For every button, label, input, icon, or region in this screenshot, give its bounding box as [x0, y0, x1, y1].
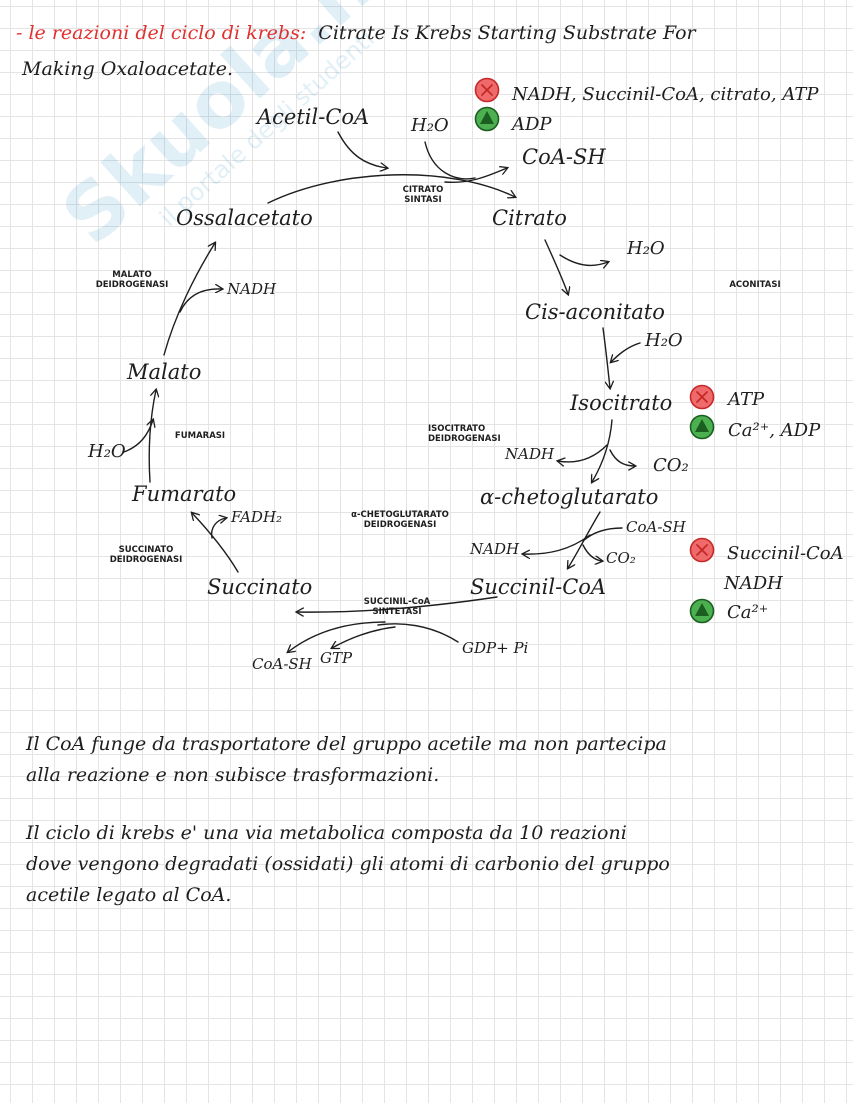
note-line: Il ciclo di krebs e' una via metabolica … — [26, 822, 627, 844]
arrow-co2-out-2 — [582, 544, 602, 561]
molecule-cis-aconitato: Cis-aconitato — [525, 300, 665, 324]
arrow-co2-out-1 — [609, 449, 635, 466]
arrow-cisaconitate-to-isocitrate — [602, 327, 610, 388]
molecule-gdp-pi: GDP+ Pi — [462, 639, 529, 657]
arrow-gdp-in — [377, 623, 459, 643]
molecule-gtp: GTP — [320, 649, 353, 667]
note-line: Il CoA funge da trasportatore del gruppo… — [26, 733, 667, 755]
note-line: alla reazione e non subisce trasformazio… — [26, 764, 440, 786]
molecule-fumarato: Fumarato — [132, 482, 237, 506]
molecule-succinil-coa: Succinil-CoA — [470, 575, 607, 599]
molecule-acetil-coa: Acetil-CoA — [257, 105, 370, 129]
regulation-akg-inhibitor-2: NADH — [724, 573, 783, 594]
molecule-succinato: Succinato — [207, 575, 313, 599]
molecule-coa-sh-top: CoA-SH — [522, 145, 606, 169]
molecule-co2-2: CO₂ — [606, 549, 636, 567]
arrow-malate-to-oxaloacetate — [163, 243, 215, 356]
regulation-akg-activators: Ca²⁺ — [727, 602, 769, 623]
arrow-coash-in-mid — [582, 527, 623, 542]
header-mnemonic: Citrate Is Krebs Starting Substrate For — [318, 22, 696, 44]
enzyme-aconitasi: ACONITASI — [729, 280, 781, 290]
arrow-gtp-out — [332, 626, 396, 648]
arrow-water-in-top — [424, 141, 476, 180]
note-line: acetile legato al CoA. — [26, 884, 232, 906]
arrow-fumarate-to-malate — [148, 390, 156, 483]
red-x-circle-icon — [474, 77, 500, 103]
arrow-acetylcoa-in — [337, 131, 387, 168]
molecule-ossalacetato: Ossalacetato — [176, 206, 313, 230]
molecule-h2o-top: H₂O — [411, 115, 449, 136]
red-x-circle-icon — [689, 537, 715, 563]
arrow-isocitrate-to-akg — [592, 419, 613, 482]
arrow-fadh2-out — [210, 518, 226, 539]
arrow-water-in-left — [123, 420, 153, 453]
molecule-coa-sh-bottom: CoA-SH — [252, 655, 312, 673]
arrow-nadh-out-2 — [523, 534, 591, 554]
arrow-nadh-out-1 — [558, 444, 608, 462]
molecule-h2o-in: H₂O — [645, 330, 683, 351]
molecule-h2o-out: H₂O — [627, 238, 665, 259]
arrow-water-out — [559, 254, 608, 265]
molecule-h2o-left: H₂O — [88, 441, 126, 462]
green-triangle-circle-icon — [689, 598, 715, 624]
arrow-coash-out-top — [444, 168, 507, 184]
red-x-circle-icon — [689, 384, 715, 410]
note-paragraph-2: Il ciclo di krebs e' una via metabolica … — [26, 818, 670, 911]
molecule-fadh2: FADH₂ — [231, 508, 283, 526]
green-triangle-circle-icon — [474, 106, 500, 132]
molecule-isocitrato: Isocitrato — [570, 391, 673, 415]
molecule-malato: Malato — [127, 360, 202, 384]
regulation-isocitrato-inhibitors: ATP — [728, 389, 765, 410]
molecule-coa-sh-mid: CoA-SH — [626, 518, 686, 536]
molecule-citrato: Citrato — [492, 206, 567, 230]
regulation-citrato-sintasi-activators: ADP — [512, 114, 552, 135]
arrow-coash-out-bottom — [288, 621, 386, 652]
arrow-nadh-out-3 — [179, 289, 222, 313]
header-title-red: - le reazioni del ciclo di krebs: — [16, 22, 307, 44]
note-paragraph-1: Il CoA funge da trasportatore del gruppo… — [26, 729, 667, 791]
regulation-akg-inhibitor-1: Succinil-CoA — [727, 543, 844, 564]
arrow-water-in-mid — [611, 342, 641, 362]
regulation-isocitrato-activators: Ca²⁺, ADP — [728, 420, 821, 441]
molecule-nadh-1: NADH — [505, 445, 555, 463]
header-line-1: - le reazioni del ciclo di krebs: Citrat… — [16, 24, 696, 43]
molecule-nadh-2: NADH — [470, 540, 520, 558]
molecule-co2-1: CO₂ — [653, 455, 689, 476]
arrow-citrate-to-cisaconitate — [544, 239, 568, 294]
regulation-citrato-sintasi-inhibitors: NADH, Succinil-CoA, citrato, ATP — [512, 84, 819, 105]
arrow-succinylcoa-to-succinate — [297, 596, 498, 612]
arrow-succinate-to-fumarate — [192, 513, 239, 573]
arrow-oxaloacetate-to-citrate — [267, 174, 515, 204]
molecule-nadh-3: NADH — [227, 280, 277, 298]
green-triangle-circle-icon — [689, 414, 715, 440]
note-line: dove vengono degradati (ossidati) gli at… — [26, 853, 670, 875]
enzyme-fumarasi: FUMARASI — [174, 431, 226, 441]
header-line-2: Making Oxaloacetate. — [22, 58, 234, 80]
molecule-alfa-chetoglutarato: α-chetoglutarato — [480, 485, 659, 509]
